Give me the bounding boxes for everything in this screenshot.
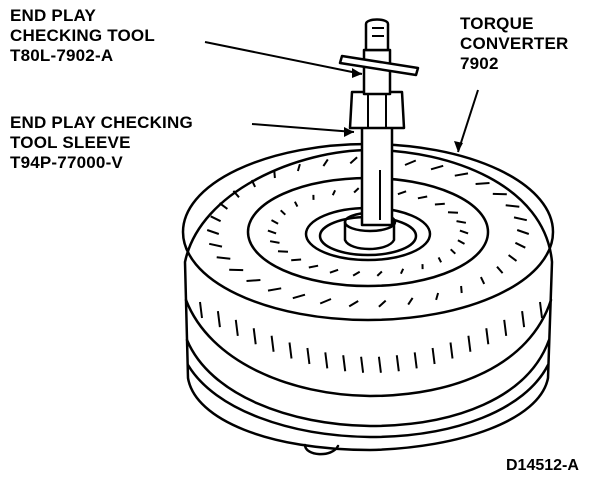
label-line: END PLAY CHECKING — [10, 113, 193, 132]
vane-slot — [378, 299, 387, 308]
vane-slot — [456, 220, 467, 224]
vane-slot — [210, 215, 222, 223]
diagram-id: D14512-A — [506, 457, 579, 474]
side-slot — [503, 319, 508, 337]
converter-body-outline — [183, 148, 554, 452]
side-slot — [252, 328, 257, 345]
side-slot — [449, 342, 454, 359]
label-line: END PLAY — [10, 6, 96, 25]
vane-slot — [480, 276, 486, 285]
vane-slot — [308, 264, 319, 269]
side-slot — [377, 356, 382, 373]
tool-cross-handle — [338, 54, 420, 77]
vane-slot — [404, 159, 417, 166]
vane-slot — [277, 250, 289, 253]
leader-end-play-tool — [204, 41, 363, 75]
side-slot — [467, 335, 472, 352]
vane-slot — [508, 254, 518, 262]
side-slot — [360, 356, 365, 373]
leader-tool-sleeve — [251, 123, 355, 133]
vane-slot — [430, 164, 444, 171]
vane-slot — [459, 229, 469, 235]
side-slot — [199, 301, 203, 319]
vane-slot — [271, 219, 279, 225]
vane-slot — [475, 182, 490, 185]
tool-upper-stem — [362, 48, 392, 96]
tool-nut — [348, 90, 406, 130]
side-slot — [324, 352, 329, 369]
vane-slot — [329, 268, 339, 274]
side-slot — [216, 310, 221, 328]
vane-slot — [376, 270, 383, 277]
vane-slot — [399, 268, 405, 275]
label-line: T80L-7902-A — [10, 46, 114, 65]
side-slot — [395, 355, 400, 372]
label-line: TORQUE — [460, 14, 534, 33]
vane-slot — [516, 229, 530, 235]
vane-slot — [206, 229, 220, 235]
vane-slot — [397, 190, 407, 196]
vane-slot — [457, 239, 465, 245]
vane-slot — [435, 292, 440, 301]
vane-slot — [291, 258, 302, 262]
vane-slot — [296, 163, 301, 172]
vane-slot — [322, 158, 329, 167]
label-line: TOOL SLEEVE — [10, 133, 131, 152]
side-slot — [539, 301, 543, 319]
vane-slot — [294, 201, 299, 208]
side-slot — [342, 355, 347, 372]
label-line: CHECKING TOOL — [10, 26, 155, 45]
vane-slot — [454, 172, 469, 177]
vane-slot — [267, 229, 277, 235]
vane-slot — [496, 266, 504, 274]
side-slot — [521, 310, 526, 328]
vane-slot — [250, 179, 256, 188]
vane-slot — [267, 287, 282, 292]
vane-slot — [352, 270, 361, 277]
vane-slot — [232, 190, 240, 198]
vane-slot — [331, 189, 337, 196]
vane-slot — [437, 256, 442, 263]
label-torque-converter: TORQUE CONVERTER 7902 — [460, 14, 569, 74]
vane-slot — [348, 300, 359, 308]
vane-slot — [208, 242, 223, 248]
label-line: T94P-77000-V — [10, 153, 123, 172]
vane-slot — [505, 204, 520, 208]
side-slot — [306, 347, 311, 365]
side-slot — [234, 319, 239, 337]
vane-slot — [407, 297, 414, 306]
side-slot — [288, 342, 293, 359]
vane-slot — [450, 248, 456, 255]
label-line: CONVERTER — [460, 34, 569, 53]
vane-slot — [273, 170, 276, 179]
label-line: 7902 — [460, 54, 499, 73]
vane-slot — [353, 187, 360, 194]
vane-slot — [319, 298, 332, 305]
label-end-play-tool: END PLAY CHECKING TOOL T80L-7902-A — [10, 6, 155, 66]
vane-slot — [292, 293, 306, 300]
side-slot — [413, 352, 418, 369]
leader-torque-converter — [457, 89, 479, 153]
vane-slot — [417, 195, 428, 200]
vane-slot — [216, 256, 231, 260]
vane-slot — [434, 202, 445, 206]
vane-slot — [460, 285, 463, 294]
vane-slot — [269, 240, 280, 244]
side-slot — [431, 347, 436, 365]
vane-slot — [218, 202, 228, 210]
vane-slot — [447, 211, 459, 214]
side-slot — [270, 335, 275, 352]
side-slot — [485, 328, 490, 345]
vane-slot — [280, 209, 286, 216]
vane-slot — [513, 216, 528, 222]
vane-slot — [349, 156, 358, 165]
vane-slot — [246, 279, 261, 282]
label-tool-sleeve: END PLAY CHECKING TOOL SLEEVE T94P-77000… — [10, 113, 193, 173]
vane-slot — [514, 241, 526, 249]
